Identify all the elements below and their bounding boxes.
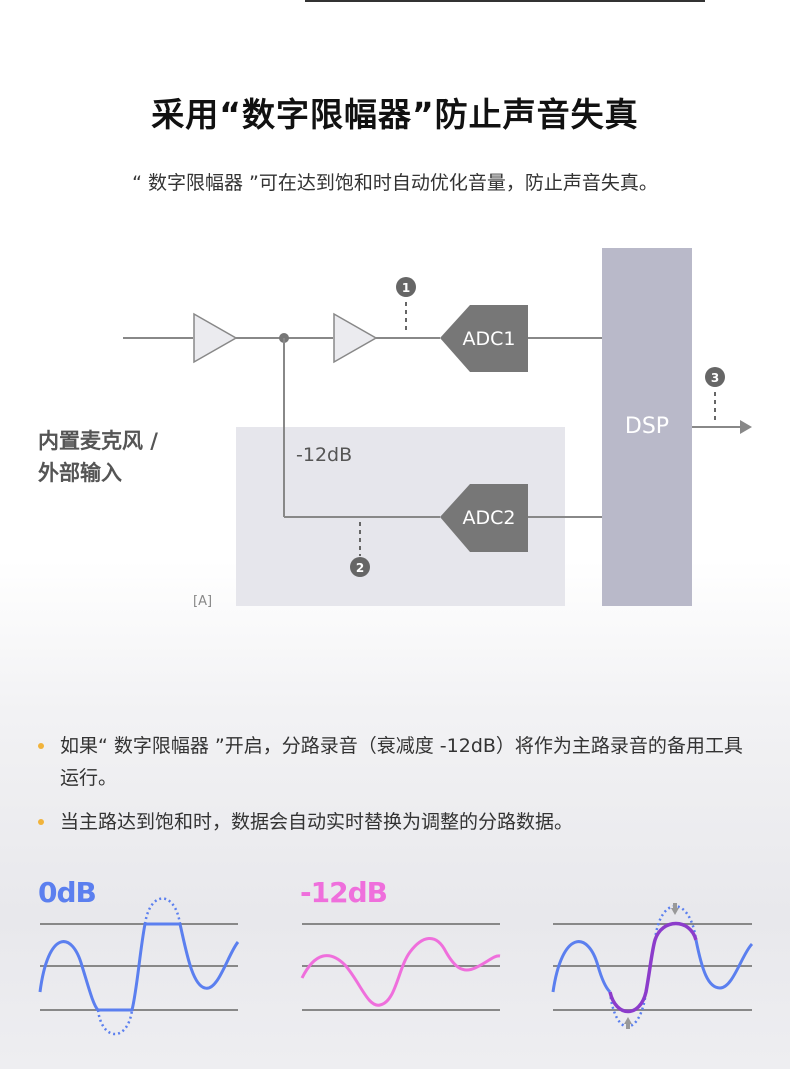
top-divider — [305, 0, 705, 2]
arrow-down-icon — [671, 908, 679, 915]
page-subtitle: “ 数字限幅器 ”可在达到饱和时自动优化音量，防止声音失真。 — [132, 172, 658, 194]
marker-3-badge — [705, 367, 725, 387]
marker-1-number: 1 — [402, 281, 410, 295]
bullet-list: 如果“ 数字限幅器 ”开启，分路录音（衰减度 -12dB）将作为主路录音的备用工… — [38, 730, 758, 850]
bullet-text-1: 如果“ 数字限幅器 ”开启，分路录音（衰减度 -12dB）将作为主路录音的备用工… — [60, 735, 743, 789]
marker-2-number: 2 — [356, 561, 364, 575]
label-0db: 0dB — [38, 876, 96, 909]
waveform-minus-12db — [300, 937, 501, 1007]
adc2-block — [440, 484, 528, 552]
amplifier-2 — [333, 312, 378, 364]
arrow-up-icon — [624, 1017, 632, 1024]
waveform-blue-sides — [551, 939, 754, 994]
input-label-line-2: 外部输入 — [38, 461, 122, 485]
arrow-down-stem — [673, 903, 677, 908]
adc1-block — [440, 305, 528, 372]
input-source-label: 内置麦克风 / 外部输入 — [38, 425, 208, 489]
bullet-item-2: 当主路达到饱和时，数据会自动实时替换为调整的分路数据。 — [38, 806, 758, 838]
adc2-label: ADC2 — [463, 507, 516, 529]
amplifier-1 — [193, 312, 238, 364]
waveform-illustrations: 0dB -12dB — [38, 876, 754, 1036]
signal-flow-diagram: ADC1 -12dB ADC2 DSP 1 2 3 [A] — [123, 248, 752, 609]
clipped-peak-dotted — [143, 897, 182, 925]
bullet-item-1: 如果“ 数字限幅器 ”开启，分路录音（衰减度 -12dB）将作为主路录音的备用工… — [38, 730, 758, 794]
attenuation-label: -12dB — [296, 444, 352, 466]
page-title: 采用“数字限幅器”防止声音失真 — [151, 95, 639, 134]
dsp-block — [602, 248, 692, 606]
bullet-text-2: 当主路达到饱和时，数据会自动实时替换为调整的分路数据。 — [60, 811, 574, 833]
bullet-dot-icon — [38, 819, 44, 825]
arrow-up-stem — [626, 1024, 630, 1029]
box-label: [A] — [193, 594, 212, 609]
adc1-label: ADC1 — [463, 328, 516, 350]
label-minus-12db: -12dB — [300, 876, 387, 909]
dsp-label: DSP — [625, 414, 669, 439]
marker-2-badge — [350, 557, 370, 577]
output-arrow-icon — [740, 420, 752, 434]
waveform-combined — [608, 921, 698, 1014]
clipped-trough-dotted — [96, 1009, 134, 1036]
marker-3-number: 3 — [711, 371, 719, 385]
marker-1-badge — [396, 277, 416, 297]
input-label-line-1: 内置麦克风 / — [38, 429, 158, 453]
waveform-0db — [38, 922, 240, 1012]
bullet-dot-icon — [38, 743, 44, 749]
